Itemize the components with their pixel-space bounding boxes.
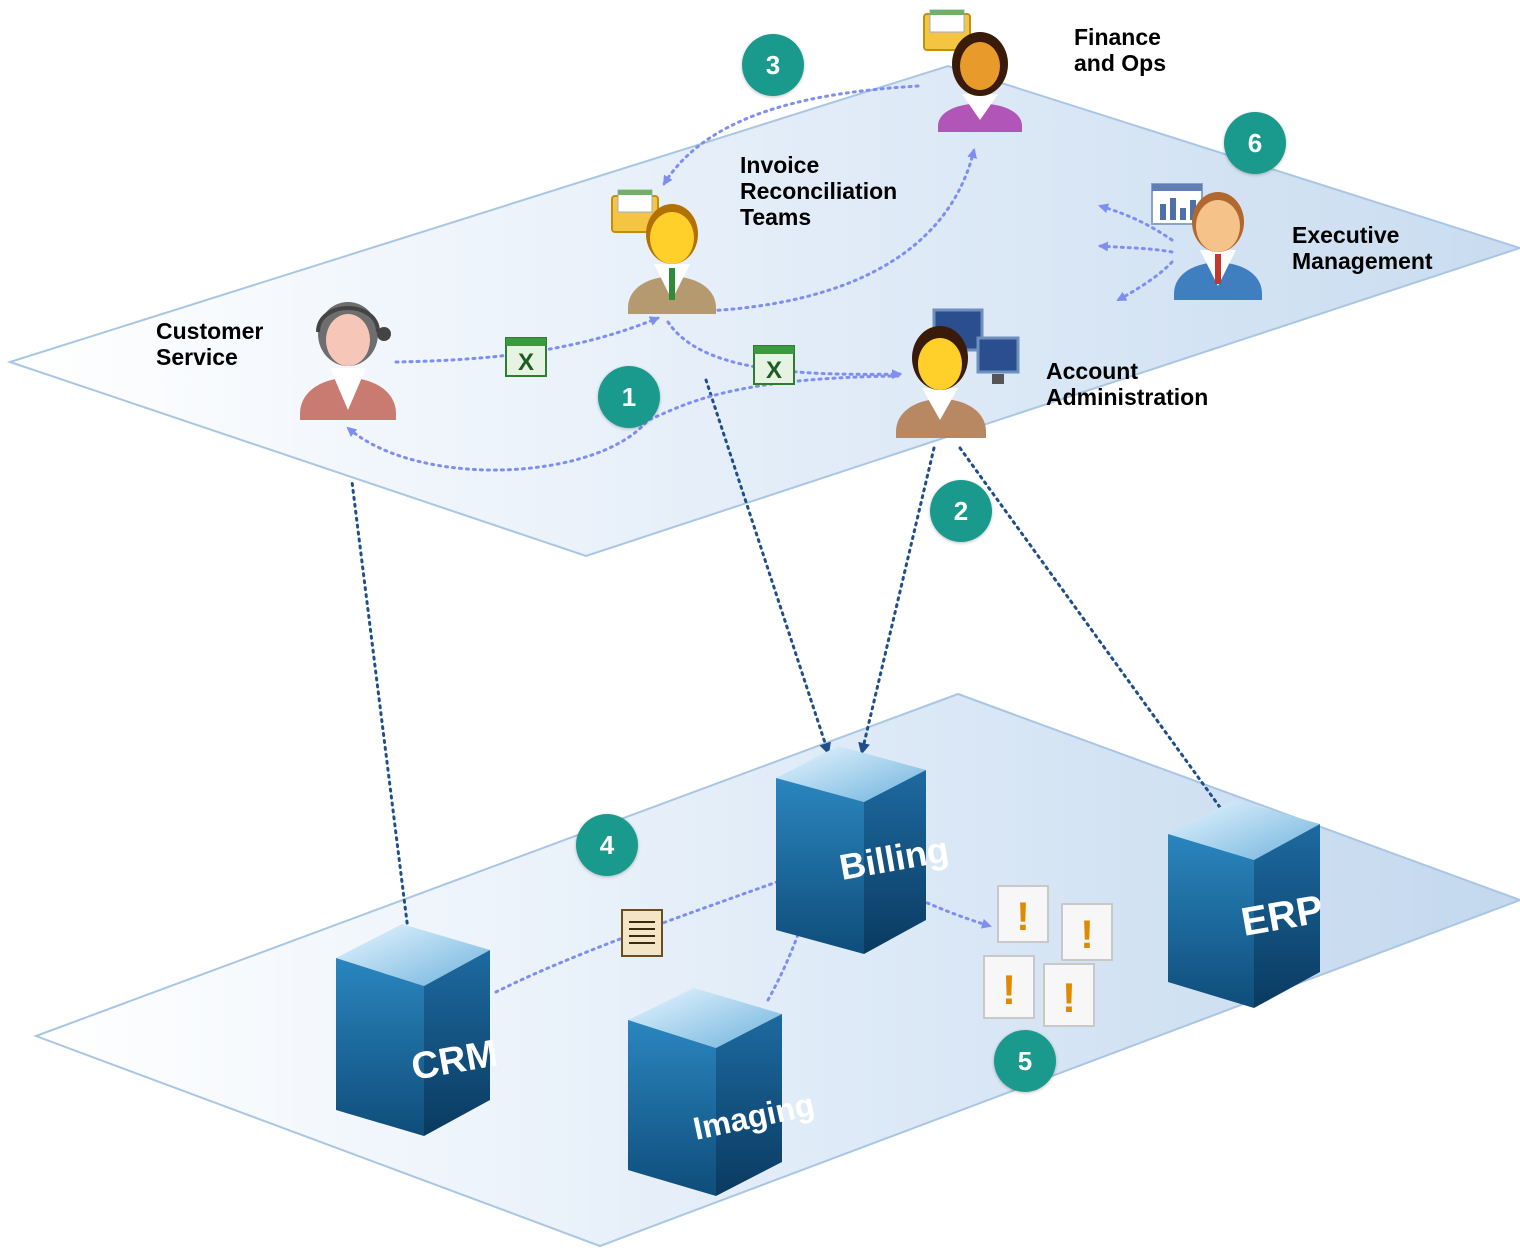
folder-icon (923, 9, 971, 51)
dark-connectors (350, 378, 1234, 932)
alert-icon: ! (997, 885, 1049, 943)
step-badge-5: 5 (994, 1030, 1056, 1092)
invoice-label-line: Reconciliation (740, 178, 898, 204)
alert-icon: ! (1061, 903, 1113, 961)
invoice-to-finance-link (674, 148, 977, 314)
account-administration-label: Account Administration (1046, 358, 1208, 410)
step-badge-4: 4 (576, 814, 638, 876)
document-icon (621, 909, 663, 957)
finance-ops-label: Finance and Ops (1074, 24, 1166, 76)
erp-server: ERP (1168, 800, 1327, 1008)
account-to-customer-service-link (346, 374, 900, 472)
svg-text:!: ! (1016, 895, 1029, 939)
spreadsheet-icon: X (753, 345, 795, 385)
account-label-line: Administration (1046, 384, 1209, 410)
step-badge-3: 3 (742, 34, 804, 96)
top-plane (6, 64, 1520, 558)
account-label-line: Account (1046, 358, 1138, 384)
executive-management-label: Executive Management (1292, 222, 1433, 274)
executive-report-link-3 (1116, 260, 1174, 302)
executive-person-icon (1174, 192, 1262, 300)
svg-text:X: X (518, 349, 534, 376)
executive-label-line: Management (1292, 248, 1433, 274)
svg-text:!: ! (1002, 966, 1016, 1013)
customer-service-label-line: Customer (156, 318, 264, 344)
svg-text:X: X (766, 357, 782, 384)
invoice-teams-label: Invoice Reconciliation Teams (740, 152, 897, 230)
account-to-erp-link (958, 446, 1234, 827)
invoice-label-line: Teams (740, 204, 812, 230)
executive-report-link-1 (1098, 203, 1174, 242)
invoice-to-billing-link (704, 378, 831, 755)
account-person-icon (896, 326, 986, 438)
imaging-server: Imaging (628, 988, 817, 1196)
finance-person-icon (938, 32, 1022, 132)
alert-icon: ! (983, 955, 1035, 1019)
step-badge-6: 6 (1224, 112, 1286, 174)
finance-to-invoice-link (662, 84, 920, 186)
customer-service-label: Customer Service (156, 318, 263, 370)
alert-icon: ! (1043, 963, 1095, 1027)
crm-to-customer-service-link (350, 480, 410, 932)
spreadsheet-icon: X (505, 337, 547, 377)
crm-server: CRM (336, 924, 501, 1136)
svg-text:!: ! (1080, 913, 1093, 957)
finance-label-line: Finance (1074, 24, 1161, 50)
customer-service-label-line: Service (156, 344, 238, 370)
headset-person-icon (300, 302, 396, 420)
alert-icons: ! ! ! ! (983, 885, 1113, 1027)
imaging-to-billing-link (766, 882, 819, 1002)
account-to-billing-link (858, 446, 936, 755)
step-badge-1: 1 (598, 366, 660, 428)
step-badge-2: 2 (930, 480, 992, 542)
invoice-person-icon (628, 204, 716, 314)
finance-label-line: and Ops (1074, 50, 1167, 76)
invoice-label-line: Invoice (740, 152, 820, 178)
executive-label-line: Executive (1292, 222, 1400, 248)
svg-text:!: ! (1062, 974, 1076, 1021)
executive-report-link-2 (1098, 241, 1174, 254)
billing-server: Billing (776, 746, 952, 954)
